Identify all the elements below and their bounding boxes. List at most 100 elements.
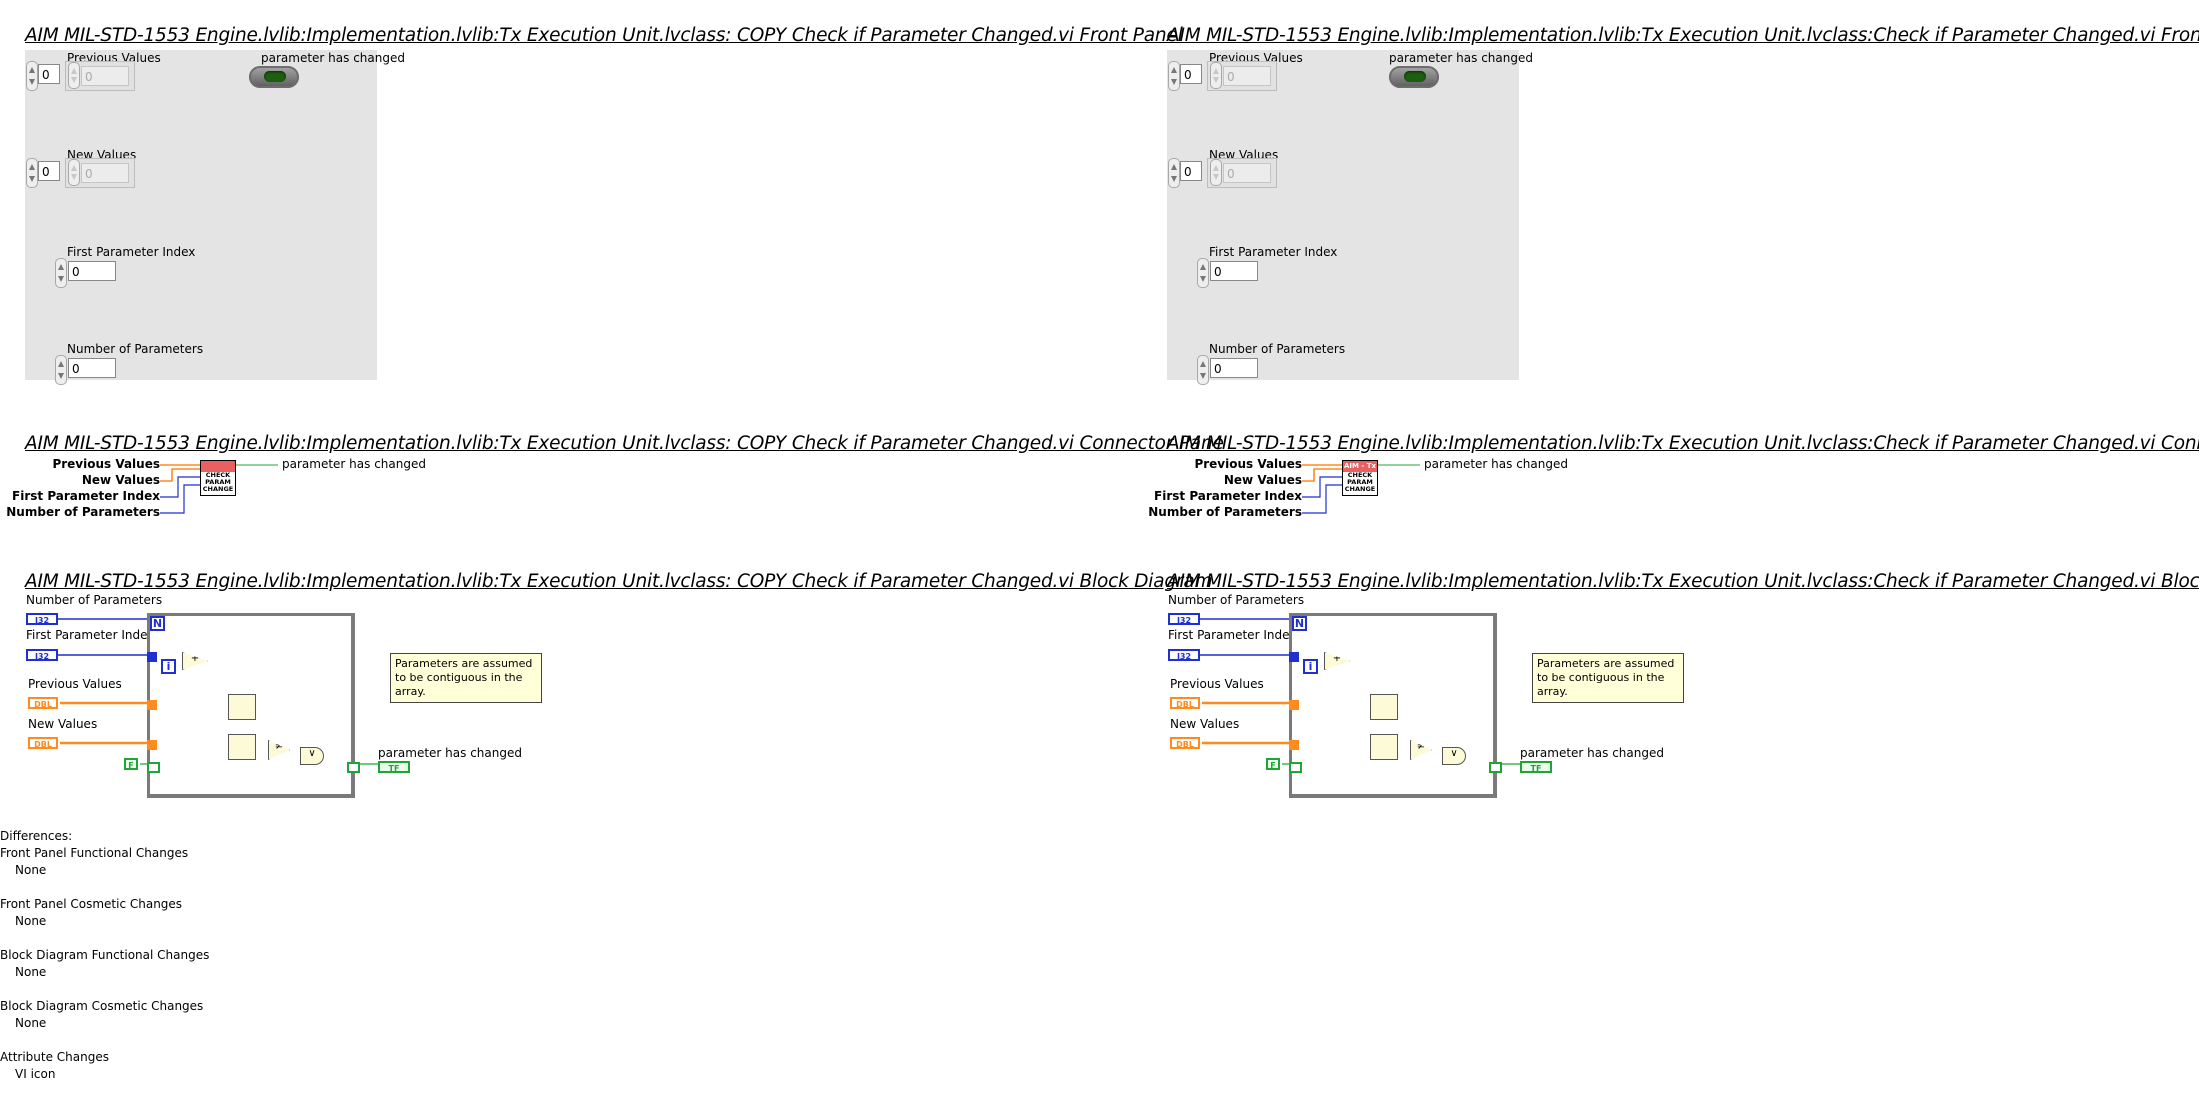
bd-label-number-of-parameters: Number of Parameters (26, 593, 163, 607)
first-parameter-index-spinner[interactable] (1197, 258, 1209, 288)
loop-count-terminal: N (1292, 616, 1307, 631)
terminal-new-values: DBL (28, 737, 58, 749)
new-values-element: 0 (1223, 163, 1271, 183)
loop-iteration-terminal: i (1303, 659, 1318, 674)
terminal-first-parameter-index: I32 (26, 649, 58, 661)
or-node: ∨ (300, 747, 324, 765)
cp-input-number-of-parameters: Number of Parameters (1148, 505, 1302, 519)
parameter-has-changed-led (1389, 66, 1439, 88)
not-equal-node: ≠ (1410, 740, 1432, 760)
front-panel-title-left: AIM MIL-STD-1553 Engine.lvlib:Implementa… (25, 25, 1183, 46)
terminal-new-values: DBL (1170, 737, 1200, 749)
new-values-element: 0 (81, 163, 129, 183)
not-equal-node: ≠ (268, 740, 290, 760)
cp-input-first-parameter-index: First Parameter Index (1154, 489, 1302, 503)
shift-register-left (1289, 762, 1302, 773)
connector-pane-right: Previous Values New Values First Paramet… (1142, 455, 2199, 525)
index-array-new (228, 734, 256, 760)
first-parameter-index-input[interactable]: 0 (68, 261, 116, 281)
loop-iteration-terminal: i (161, 659, 176, 674)
new-values-index[interactable]: 0 (38, 161, 60, 181)
number-of-parameters-spinner[interactable] (1197, 355, 1209, 385)
vi-icon-right: AIM - Tx CHECK PARAM CHANGE (1342, 460, 1378, 496)
led-lamp (1404, 71, 1426, 82)
diff-section-title: Block Diagram Functional Changes (0, 948, 210, 962)
diff-section-title: Block Diagram Cosmetic Changes (0, 999, 204, 1013)
bd-label-previous-values: Previous Values (28, 677, 122, 691)
vi-icon-text: CHECK PARAM CHANGE (1344, 471, 1376, 493)
diff-section-title: Front Panel Functional Changes (0, 846, 189, 860)
cp-input-previous-values: Previous Values (1194, 457, 1302, 471)
cp-input-first-parameter-index: First Parameter Index (12, 489, 160, 503)
parameter-has-changed-label: parameter has changed (261, 51, 405, 65)
block-diagram-right: Number of Parameters I32 First Parameter… (1142, 593, 2199, 823)
first-parameter-index-label: First Parameter Index (1209, 245, 1338, 259)
right-column: AIM MIL-STD-1553 Engine.lvlib:Implementa… (1142, 0, 2199, 798)
previous-values-index-spinner[interactable] (1168, 61, 1180, 91)
new-values-index[interactable]: 0 (1180, 161, 1202, 181)
parameter-has-changed-label: parameter has changed (1389, 51, 1533, 65)
diff-section-title: Front Panel Cosmetic Changes (0, 897, 183, 911)
number-of-parameters-input[interactable]: 0 (1210, 358, 1258, 378)
diff-section-value: None (15, 965, 47, 979)
block-diagram-title-right: AIM MIL-STD-1553 Engine.lvlib:Implementa… (1167, 571, 2199, 592)
new-values-element-spinner (1210, 159, 1222, 186)
previous-values-index-spinner[interactable] (26, 61, 38, 91)
spacer (0, 981, 209, 998)
previous-values-tunnel (1289, 700, 1299, 710)
bd-label-first-parameter-index: First Parameter Index (1168, 628, 1297, 642)
spacer (0, 1032, 209, 1049)
bd-label-parameter-has-changed: parameter has changed (1520, 746, 1664, 760)
previous-values-element-spinner (68, 62, 80, 89)
first-parameter-index-input[interactable]: 0 (1210, 261, 1258, 281)
vi-icon-left: CHECK PARAM CHANGE (200, 460, 236, 496)
terminal-number-of-parameters: I32 (1168, 613, 1200, 625)
for-loop: N i + ≠ ∨ (1289, 613, 1502, 798)
shift-register-right (1489, 762, 1502, 773)
connector-pane-title-left: AIM MIL-STD-1553 Engine.lvlib:Implementa… (25, 433, 1224, 454)
diff-section-value: None (15, 1016, 47, 1030)
led-lamp (264, 71, 286, 82)
first-parameter-index-spinner[interactable] (55, 258, 67, 288)
new-values-tunnel (1289, 740, 1299, 750)
connector-pane-title-right: AIM MIL-STD-1553 Engine.lvlib:Implementa… (1167, 433, 2199, 454)
connector-pane-left: Previous Values New Values First Paramet… (0, 455, 1090, 525)
index-array-new (1370, 734, 1398, 760)
index-array-previous (1370, 694, 1398, 720)
number-of-parameters-spinner[interactable] (55, 355, 67, 385)
diff-section-value: None (15, 863, 47, 877)
previous-values-array: 0 (1207, 61, 1277, 91)
previous-values-element: 0 (81, 66, 129, 86)
terminal-first-parameter-index: I32 (1168, 649, 1200, 661)
previous-values-index[interactable]: 0 (1180, 64, 1202, 84)
vi-icon-band: AIM - Tx (1343, 461, 1377, 472)
new-values-index-spinner[interactable] (1168, 158, 1180, 188)
terminal-number-of-parameters: I32 (26, 613, 58, 625)
number-of-parameters-input[interactable]: 0 (68, 358, 116, 378)
parameter-has-changed-led (249, 66, 299, 88)
cp-input-new-values: New Values (81, 473, 160, 487)
block-diagram-title-left: AIM MIL-STD-1553 Engine.lvlib:Implementa… (25, 571, 1213, 592)
previous-values-index[interactable]: 0 (38, 64, 60, 84)
front-panel-right: Previous Values 0 0 parameter has change… (1167, 50, 1533, 385)
left-column: AIM MIL-STD-1553 Engine.lvlib:Implementa… (0, 0, 1224, 798)
add-node: + (1324, 652, 1350, 670)
bd-label-new-values: New Values (28, 717, 98, 731)
diff-section-value: VI icon (15, 1067, 56, 1081)
index-tunnel (147, 652, 157, 662)
new-values-tunnel (147, 740, 157, 750)
previous-values-element-spinner (1210, 62, 1222, 89)
previous-values-element: 0 (1223, 66, 1271, 86)
new-values-element-spinner (68, 159, 80, 186)
cp-input-number-of-parameters: Number of Parameters (6, 505, 160, 519)
block-diagram-left: Number of Parameters I32 First Parameter… (0, 593, 1090, 823)
front-panel-left: Previous Values 0 0 parameter has change… (25, 50, 405, 385)
bd-label-first-parameter-index: First Parameter Index (26, 628, 155, 642)
cp-input-new-values: New Values (1223, 473, 1302, 487)
new-values-index-spinner[interactable] (26, 158, 38, 188)
terminal-previous-values: DBL (28, 697, 58, 709)
bd-label-previous-values: Previous Values (1170, 677, 1264, 691)
differences-summary: Differences: Front Panel Functional Chan… (0, 828, 209, 1083)
terminal-previous-values: DBL (1170, 697, 1200, 709)
cp-output-parameter-has-changed: parameter has changed (282, 457, 426, 471)
